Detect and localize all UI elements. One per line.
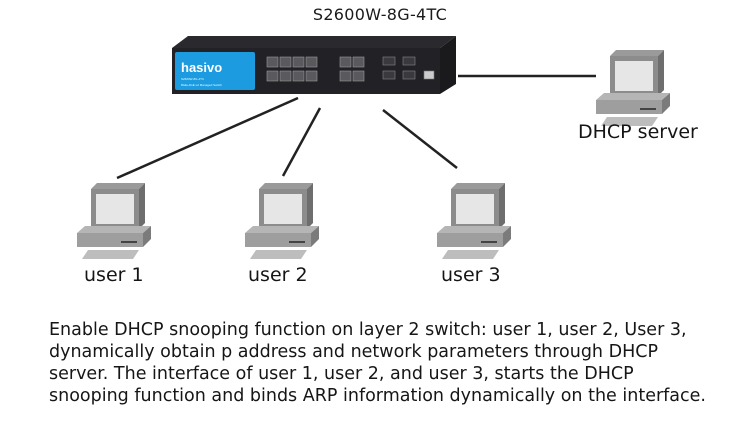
svg-text:8GE+4GE L2 Managed Switch: 8GE+4GE L2 Managed Switch bbox=[181, 83, 222, 87]
user1-computer-icon bbox=[77, 183, 151, 259]
server-computer-icon bbox=[596, 50, 670, 126]
brand-logo: hasivo bbox=[181, 60, 222, 75]
user2-computer-icon bbox=[245, 183, 319, 259]
server-label: DHCP server bbox=[578, 121, 698, 143]
user3-label: user 3 bbox=[441, 264, 501, 286]
link-user3 bbox=[382, 109, 458, 169]
link-user1 bbox=[116, 96, 299, 180]
network-diagram: hasivo S2600W-8G-4TC 8GE+4GE L2 Managed … bbox=[77, 36, 670, 259]
console-port bbox=[423, 70, 435, 80]
switch-device: hasivo S2600W-8G-4TC 8GE+4GE L2 Managed … bbox=[172, 36, 456, 94]
switch-model-label: S2600W-8G-4TC bbox=[312, 5, 448, 24]
user2-label: user 2 bbox=[248, 264, 308, 286]
user1-label: user 1 bbox=[84, 264, 144, 286]
description-text: Enable DHCP snooping function on layer 2… bbox=[49, 320, 706, 406]
svg-text:S2600W-8G-4TC: S2600W-8G-4TC bbox=[181, 77, 205, 81]
link-user2 bbox=[281, 107, 322, 177]
user3-computer-icon bbox=[437, 183, 511, 259]
brand-panel bbox=[175, 52, 255, 90]
